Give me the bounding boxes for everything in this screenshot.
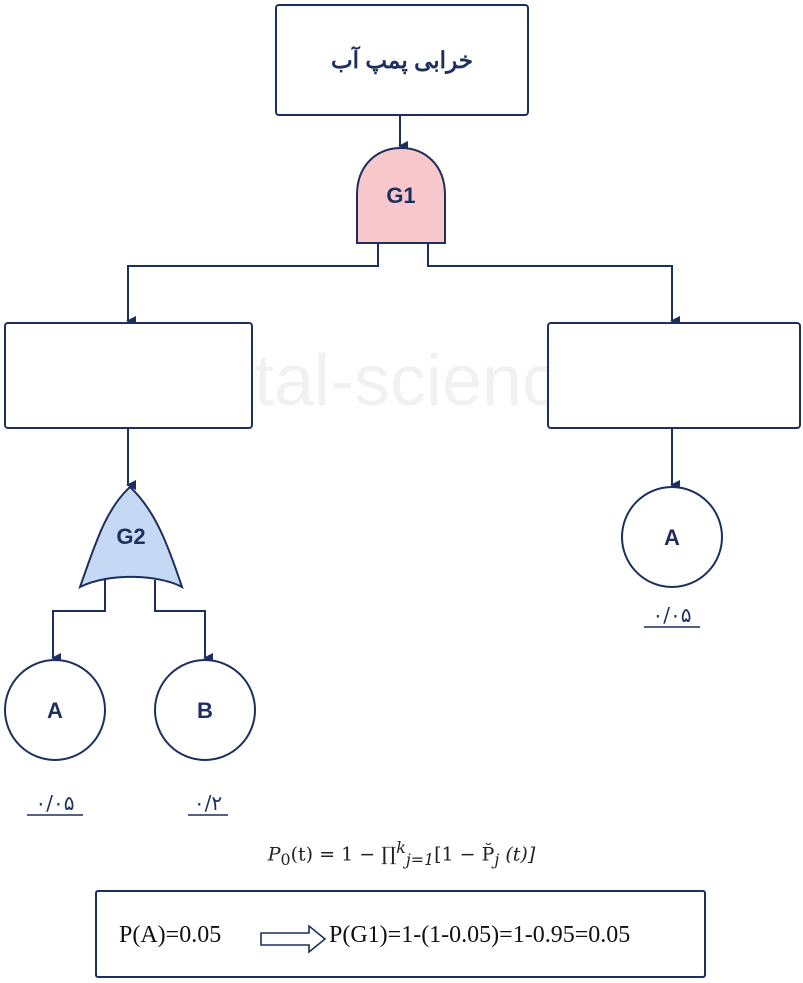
intermediate-event-left — [4, 322, 253, 429]
calculation-box: P(A)=0.05 P(G1)=1-(1-0.05)=1-0.95=0.05 — [95, 890, 706, 978]
or-gate-g2 — [78, 485, 184, 590]
implies-arrow-icon — [260, 924, 327, 954]
formula-part: (t)] — [499, 843, 536, 866]
top-event-label: خرابی پمپ آب — [331, 45, 473, 75]
intermediate-event-right — [547, 322, 801, 429]
connector-arrow — [427, 243, 680, 326]
formula-part: j — [494, 850, 500, 870]
formula-part: 0 — [280, 850, 291, 870]
basic-event-label: B — [197, 698, 213, 723]
formula-part: (t) = 1 − ∏ — [290, 843, 397, 866]
basic-event-label: A — [664, 525, 680, 550]
basic-event-probability: ٠/٠۵ — [36, 791, 75, 815]
connector-arrow — [126, 243, 379, 326]
basic-event-a-left — [4, 659, 106, 761]
gate-label-g1: G1 — [386, 183, 415, 208]
basic-event-a-right — [621, 486, 723, 588]
formula-part: j=1 — [405, 850, 435, 870]
basic-event-b — [154, 659, 256, 761]
probability-formula: P0(t) = 1 − ∏kj=1[1 − P̆j (t)] — [0, 838, 803, 869]
g1-probability-result: P(G1)=1-(1-0.05)=1-0.95=0.05 — [329, 922, 631, 948]
top-event-box — [275, 4, 529, 116]
given-probability: P(A)=0.05 — [119, 922, 222, 948]
basic-event-label: A — [47, 698, 63, 723]
and-gate-g1 — [356, 146, 446, 244]
formula-part: [1 − P̆ — [434, 843, 495, 866]
connector-arrow — [154, 580, 213, 663]
connector-arrow — [51, 580, 106, 663]
basic-event-probability: ٠/٠۵ — [653, 603, 692, 627]
basic-event-probability: ٠/٢ — [194, 791, 222, 815]
gate-label-g2: G2 — [116, 524, 145, 549]
formula-part: k — [396, 838, 406, 857]
formula-part: P — [267, 843, 281, 866]
